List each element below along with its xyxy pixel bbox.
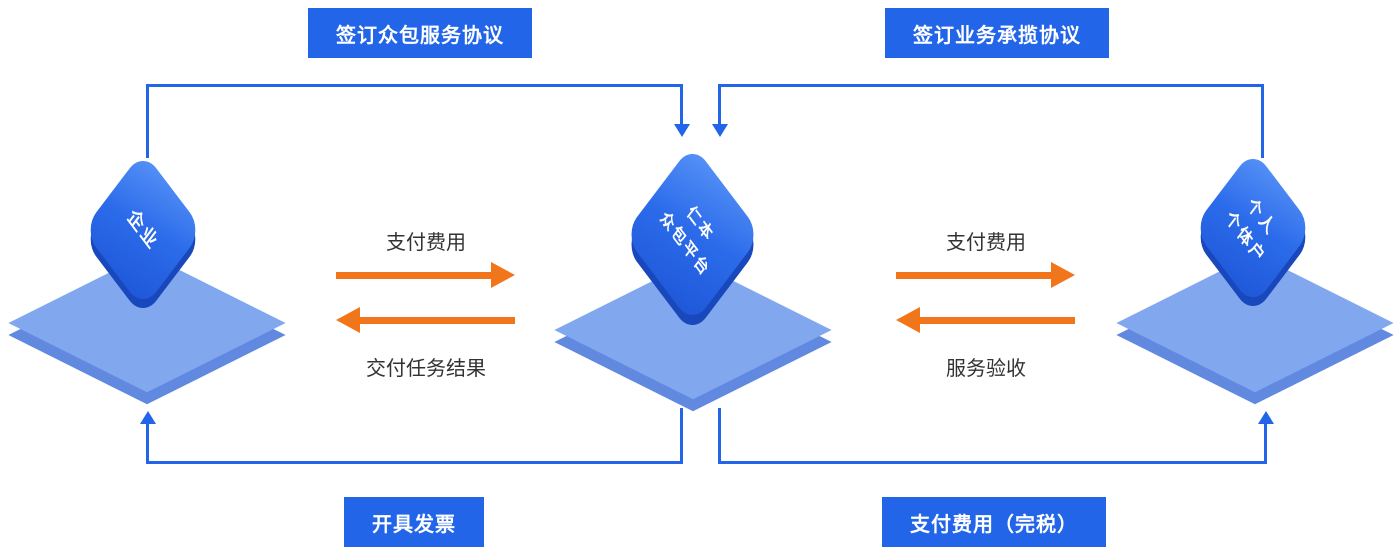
badge-top-right: 签订业务承揽协议 — [885, 8, 1109, 58]
badge-bottom-right: 支付费用（完税） — [882, 497, 1106, 547]
connector-top-right-vertical-left — [718, 84, 721, 124]
connector-bottom-right-horizontal — [718, 461, 1267, 464]
orange-arrow-right — [336, 272, 491, 279]
flow-label-pay-fee: 支付费用 — [386, 232, 466, 254]
arrowhead-up-icon — [1258, 411, 1274, 424]
badge-bottom-left: 开具发票 — [344, 497, 484, 547]
arrow-right-icon — [491, 262, 515, 288]
arrowhead-up-icon — [140, 411, 156, 424]
arrowhead-down-icon — [674, 124, 690, 137]
connector-bottom-left-vertical-left — [146, 424, 149, 462]
arrow-left-icon — [896, 307, 920, 333]
cube-label-enterprise: 企业 — [122, 202, 165, 259]
connector-top-right-horizontal — [718, 84, 1264, 87]
connector-top-left-vertical-right — [680, 84, 683, 124]
flow-label-service-acceptance: 服务验收 — [946, 358, 1026, 380]
connector-bottom-right-vertical-right — [1264, 424, 1267, 462]
arrowhead-down-icon — [712, 124, 728, 137]
cube-label-platform: 仁本 众包平台 — [655, 185, 730, 284]
connector-bottom-left-vertical-right — [680, 408, 683, 464]
orange-arrow-right — [896, 272, 1051, 279]
arrow-left-icon — [336, 307, 360, 333]
connector-top-left-vertical-left — [146, 84, 149, 158]
orange-arrow-left — [360, 317, 515, 324]
connector-bottom-left-horizontal — [146, 461, 683, 464]
connector-top-left-horizontal — [146, 84, 683, 87]
orange-arrow-left — [920, 317, 1075, 324]
connector-bottom-right-vertical-left — [718, 408, 721, 464]
badge-top-left: 签订众包服务协议 — [308, 8, 532, 58]
arrow-right-icon — [1051, 262, 1075, 288]
connector-top-right-vertical-right — [1261, 84, 1264, 158]
cube-label-individual: 个人 个体户 — [1220, 184, 1287, 272]
flow-label-deliver-result: 交付任务结果 — [366, 358, 486, 380]
flow-label-pay-fee: 支付费用 — [946, 232, 1026, 254]
cube-label-line: 企业 — [124, 204, 163, 255]
